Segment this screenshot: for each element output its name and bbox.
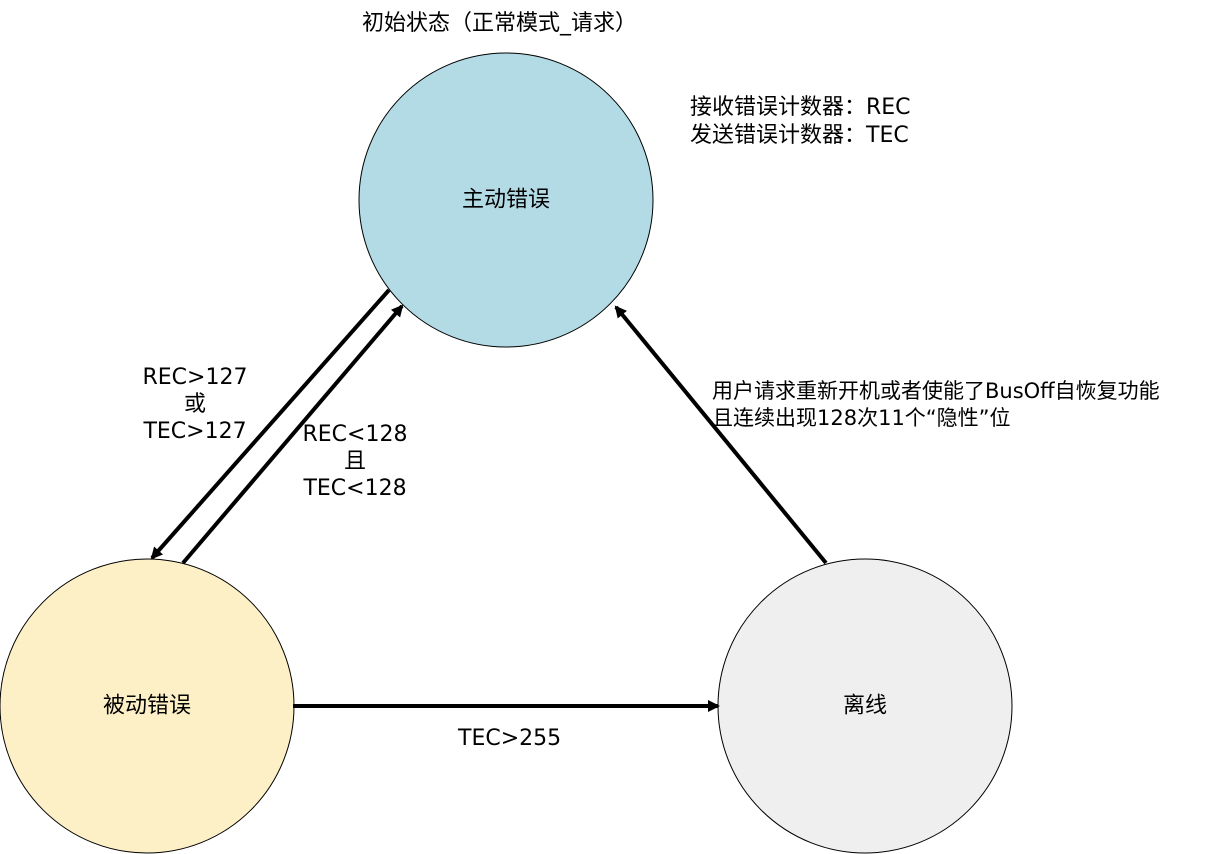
error-active-label: 主动错误 (461, 187, 551, 213)
legend-tec: 发送错误计数器：TEC (690, 123, 909, 148)
initial-state-label: 初始状态（正常模式_请求） (362, 11, 638, 36)
condition-line: TEC>127 (143, 419, 247, 444)
bus-off-label: 离线 (842, 693, 888, 719)
condition-line: TEC<128 (303, 476, 407, 501)
condition-busoff-to-active: 用户请求重新开机或者使能了BusOff自恢复功能 且连续出现128次11个“隐性… (712, 378, 1160, 432)
arrow-active-to-passive (150, 288, 391, 560)
condition-line: 用户请求重新开机或者使能了BusOff自恢复功能 (712, 379, 1160, 403)
condition-active-to-passive: REC>127 或 TEC>127 (135, 364, 255, 445)
condition-line: REC<128 (302, 422, 408, 447)
condition-line: 且 (343, 449, 366, 474)
condition-passive-to-active: REC<128 且 TEC<128 (295, 421, 415, 502)
error-active-node (358, 52, 654, 348)
legend-rec: 接收错误计数器：REC (690, 95, 911, 120)
error-passive-label: 被动错误 (102, 693, 192, 719)
arrow-passive-to-active (181, 304, 404, 565)
condition-line: 且连续出现128次11个“隐性”位 (712, 406, 1011, 430)
arrow-busoff-to-active (614, 305, 828, 565)
condition-passive-to-busoff: TEC>255 (458, 726, 562, 751)
condition-line: REC>127 (142, 365, 248, 390)
condition-line: 或 (183, 392, 206, 417)
